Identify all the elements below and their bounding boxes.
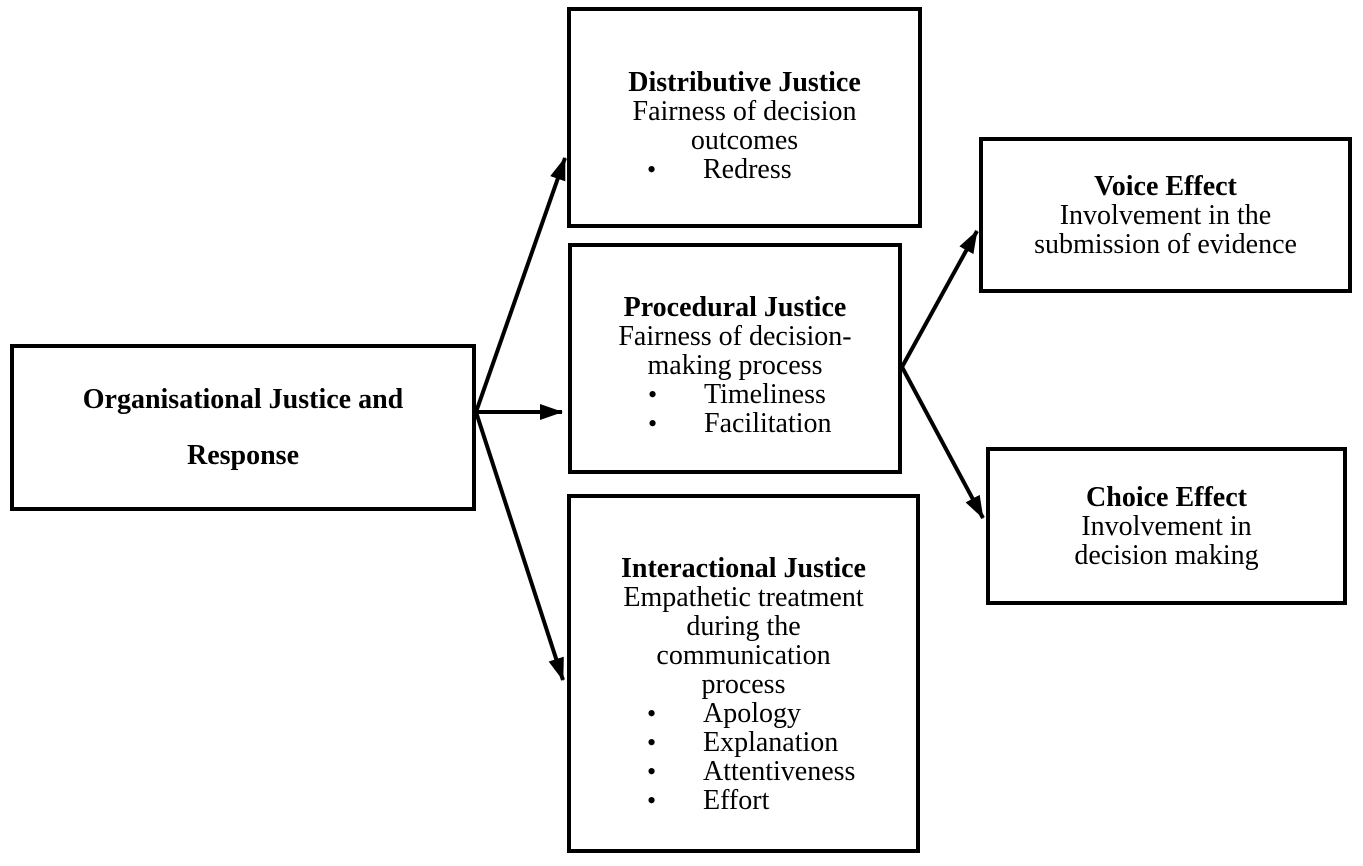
bullet-icon: • [647,786,657,815]
interactional-desc-line: communication [656,640,831,671]
choice-effect-box: Choice Effect Involvement in decision ma… [986,447,1347,605]
arrow-procedural-to-voice [900,230,979,368]
bullet-icon: • [647,728,657,757]
procedural-desc-line: making process [647,350,823,381]
bullet-item: • Facilitation [572,409,898,438]
procedural-desc-line: Fairness of decision- [618,321,852,352]
interactional-desc-line: Empathetic treatment [623,582,864,613]
arrow-root-to-distributive [474,157,567,413]
root-title-line-1: Organisational Justice and [82,383,404,415]
voice-effect-desc-line: Involvement in the [1059,199,1272,231]
distributive-justice-title: Distributive Justice [628,67,861,98]
choice-effect-desc-line: Involvement in [1081,510,1252,542]
distributive-justice-box: Distributive Justice Fairness of decisio… [567,7,922,228]
voice-effect-box: Voice Effect Involvement in the submissi… [979,137,1352,293]
bullet-item: • Redress [571,155,918,184]
distributive-desc-line: outcomes [690,125,799,156]
bullet-label: Redress [703,154,792,185]
bullet-label: Attentiveness [703,756,856,787]
voice-effect-title: Voice Effect [1094,170,1237,202]
interactional-justice-box: Interactional Justice Empathetic treatme… [567,494,920,853]
bullet-label: Explanation [703,727,839,758]
bullet-label: Facilitation [704,408,832,439]
interactional-justice-title: Interactional Justice [621,553,866,584]
choice-effect-desc-line: decision making [1074,539,1259,571]
bullet-label: Apology [703,698,801,729]
procedural-justice-title: Procedural Justice [623,292,847,323]
bullet-item: • Attentiveness [571,757,916,786]
bullet-item: • Effort [571,786,916,815]
voice-effect-desc-line: submission of evidence [1034,228,1297,260]
interactional-desc-line: process [701,669,786,700]
bullet-item: • Timeliness [572,380,898,409]
root-title-line-2: Response [186,439,299,471]
bullet-label: Effort [703,785,770,816]
bullet-item: • Explanation [571,728,916,757]
bullet-icon: • [647,155,657,184]
distributive-desc-line: Fairness of decision [632,96,857,127]
organisational-justice-box: Organisational Justice and Response [10,344,476,511]
bullet-icon: • [648,380,658,409]
bullet-icon: • [648,409,658,438]
procedural-justice-box: Procedural Justice Fairness of decision-… [568,243,902,474]
interactional-desc-line: during the [686,611,801,642]
bullet-item: • Apology [571,699,916,728]
bullet-icon: • [647,757,657,786]
bullet-icon: • [647,699,657,728]
bullet-label: Timeliness [704,379,826,410]
arrow-root-to-interactional [474,411,565,681]
choice-effect-title: Choice Effect [1086,481,1247,513]
